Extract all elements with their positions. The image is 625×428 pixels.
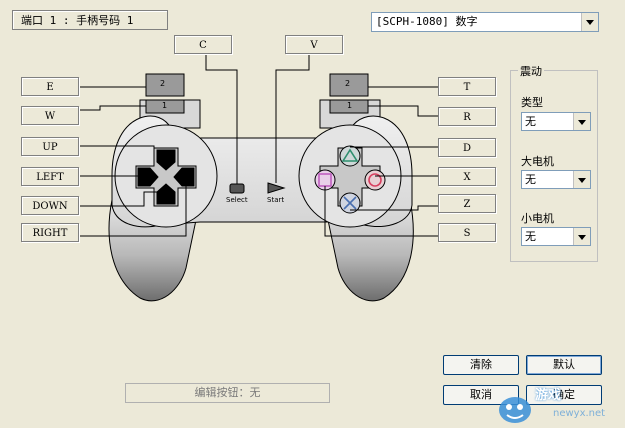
- start-label: Start: [267, 196, 285, 204]
- key-down[interactable]: DOWN: [21, 196, 79, 215]
- watermark-logo: 游戏 newyx.net: [493, 378, 625, 425]
- chevron-down-icon[interactable]: [573, 228, 590, 245]
- key-circle[interactable]: X: [438, 167, 496, 186]
- l1-label: 1: [162, 101, 168, 110]
- r1-label: 1: [347, 101, 353, 110]
- key-cross[interactable]: Z: [438, 194, 496, 213]
- chevron-down-icon[interactable]: [573, 113, 590, 130]
- select-label: Select: [226, 196, 248, 204]
- vibration-title: 震动: [518, 63, 544, 79]
- small-motor-value: 无: [525, 230, 536, 243]
- cancel-button[interactable]: 取消: [443, 385, 519, 405]
- chevron-down-icon[interactable]: [573, 171, 590, 188]
- controller-model-value: [SCPH-1080] 数字: [376, 15, 478, 28]
- big-motor-value: 无: [525, 173, 536, 186]
- small-motor-label: 小电机: [521, 212, 554, 225]
- action-buttons: [314, 145, 386, 214]
- controller-model-select[interactable]: [SCPH-1080] 数字: [371, 12, 599, 32]
- watermark-brand: 游戏: [535, 388, 562, 403]
- connector-lines: [80, 54, 438, 237]
- watermark-url: newyx.net: [553, 408, 606, 419]
- key-r2[interactable]: T: [438, 77, 496, 96]
- chevron-down-icon[interactable]: [581, 13, 598, 31]
- key-select[interactable]: C: [174, 35, 232, 54]
- type-select[interactable]: 无: [521, 112, 591, 131]
- key-left[interactable]: LEFT: [21, 167, 79, 186]
- select-button: [229, 183, 245, 194]
- key-right[interactable]: RIGHT: [21, 223, 79, 242]
- type-label: 类型: [521, 96, 543, 109]
- l2-label: 2: [160, 79, 166, 88]
- key-square[interactable]: S: [438, 223, 496, 242]
- start-button: [267, 182, 286, 194]
- key-l1[interactable]: W: [21, 106, 79, 125]
- key-start[interactable]: V: [285, 35, 343, 54]
- port-tab[interactable]: 端口 1 : 手柄号码 1: [12, 10, 168, 30]
- edit-status: 编辑按钮：无: [125, 383, 330, 403]
- big-motor-select[interactable]: 无: [521, 170, 591, 189]
- key-up[interactable]: UP: [21, 137, 79, 156]
- big-motor-label: 大电机: [521, 155, 554, 168]
- vibration-group: [510, 70, 598, 262]
- clear-button[interactable]: 清除: [443, 355, 519, 375]
- default-button[interactable]: 默认: [526, 355, 602, 375]
- key-triangle[interactable]: D: [438, 138, 496, 157]
- small-motor-select[interactable]: 无: [521, 227, 591, 246]
- dpad: [135, 147, 197, 207]
- r2-label: 2: [345, 79, 351, 88]
- ok-button[interactable]: 确定: [526, 385, 602, 405]
- key-l2[interactable]: E: [21, 77, 79, 96]
- key-r1[interactable]: R: [438, 107, 496, 126]
- type-value: 无: [525, 115, 536, 128]
